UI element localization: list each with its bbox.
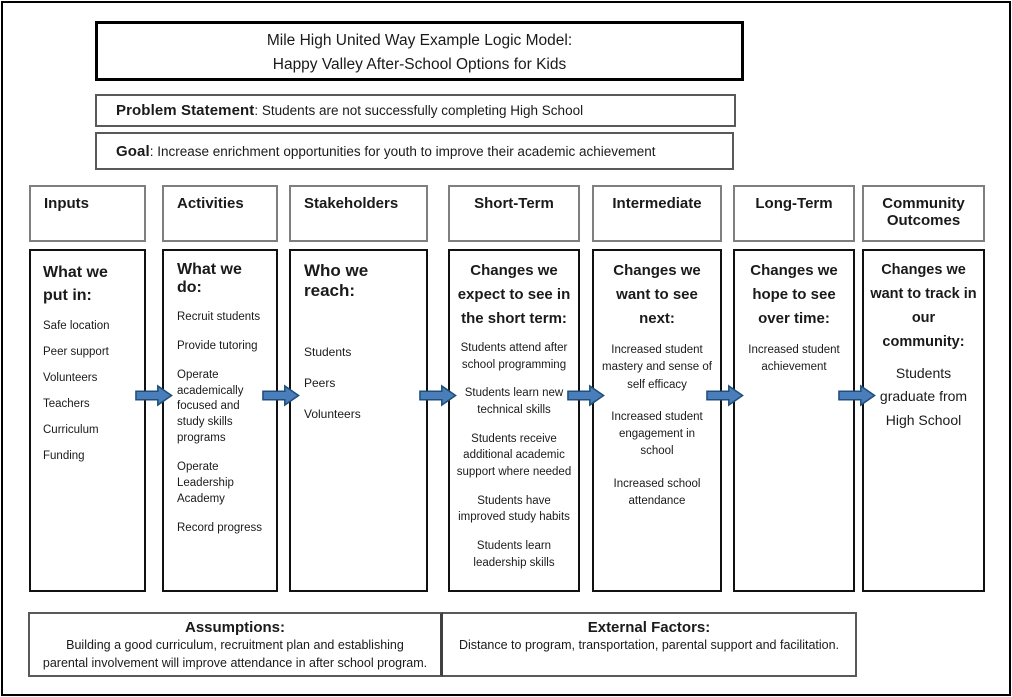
problem-statement-text: Problem Statement: Students are not succ… [116,102,583,119]
column-header-short-term: Short-Term [448,185,580,242]
arrow-shape [262,384,300,407]
column-box-intermediate: Changes we want to see next: Increased s… [592,249,722,592]
goal-body: : Increase enrichment opportunities for … [149,143,656,159]
column-heading: Changes we expect to see in the short te… [457,262,571,327]
external-factors-box: External Factors: Distance to program, t… [443,612,857,677]
list-item: Record progress [177,521,263,534]
column-header-label: Stakeholders [304,195,399,212]
column-item-list: Students graduate from High School [869,362,978,433]
column-header-label: Short-Term [474,195,554,212]
list-item: Increased student engagement in school [611,410,703,458]
goal-label: Goal [116,142,150,160]
list-item: Operate academically focused and study s… [177,368,244,445]
title-line-2: Happy Valley After-School Options for Ki… [272,56,567,73]
list-item: Peers [304,376,336,390]
column-item-list: Increased student mastery and sense of s… [601,342,713,510]
arrow-shape [567,384,605,407]
list-item: Funding [43,450,85,463]
right-arrow-icon [567,384,605,407]
assumptions-label: Assumptions: [184,619,285,636]
list-item: Volunteers [304,407,361,421]
list-item: Students attend after school programming [460,342,568,371]
list-item: Curriculum [43,424,99,437]
goal-box: Goal: Increase enrichment opportunities … [95,132,734,170]
column-heading: Changes we hope to see over time: [750,262,838,327]
title-box: Mile High United Way Example Logic Model… [95,21,744,81]
list-item: Provide tutoring [177,339,258,352]
list-item: Students graduate from High School [879,364,968,429]
arrow-shape [706,384,744,407]
column-heading: Changes we want to see next: [613,262,701,327]
column-header-intermediate: Intermediate [592,185,722,242]
title-line-1: Mile High United Way Example Logic Model… [266,32,573,49]
list-item: Increased student mastery and sense of s… [602,344,712,391]
external-factors-label: External Factors: [587,619,711,636]
list-item: Safe location [43,320,110,333]
list-item: Students have improved study habits [458,494,570,524]
column-header-label: Inputs [44,195,89,212]
arrow-shape [419,384,457,407]
column-box-long-term: Changes we hope to see over time: Increa… [733,249,855,592]
right-arrow-icon [838,384,876,407]
assumptions-box: Assumptions: Building a good curriculum,… [28,612,443,677]
column-header-long-term: Long-Term [733,185,855,242]
list-item: Operate Leadership Academy [177,461,234,505]
column-heading: What we put in: [43,264,108,305]
list-item: Increased student achievement [748,344,840,374]
list-item: Students [304,345,352,359]
column-heading: What we do: [177,261,242,296]
external-factors-text: Distance to program, transportation, par… [458,638,840,652]
column-header-activities: Activities [162,185,278,242]
column-box-community-outcomes: Changes we want to track in our communit… [862,249,985,592]
column-item-list: Increased student achievement [743,342,845,377]
column-header-stakeholders: Stakeholders [289,185,428,242]
right-arrow-icon [419,384,457,407]
right-arrow-icon [262,384,300,407]
problem-statement-body: : Students are not successfully completi… [254,103,584,118]
list-item: Teachers [43,398,90,411]
arrow-shape [135,384,173,407]
column-header-community-outcomes: Community Outcomes [862,185,985,242]
problem-statement-label: Problem Statement [116,102,255,119]
right-arrow-icon [135,384,173,407]
list-item: Students learn leadership skills [473,540,555,569]
column-header-label: Community Outcomes [882,195,965,229]
column-box-short-term: Changes we expect to see in the short te… [448,249,580,592]
list-item: Volunteers [43,372,98,385]
column-header-label: Activities [177,195,244,212]
column-heading: Who we reach: [304,261,369,300]
assumptions-text: Building a good curriculum, recruitment … [42,638,428,670]
column-header-label: Long-Term [755,195,833,212]
list-item: Students learn new technical skills [464,387,564,417]
list-item: Students receive additional academic sup… [456,432,572,479]
column-header-label: Intermediate [612,195,702,212]
list-item: Recruit students [177,311,261,323]
column-header-inputs: Inputs [29,185,146,242]
column-heading: Changes we want to track in our communit… [870,262,977,350]
problem-statement-box: Problem Statement: Students are not succ… [95,94,736,127]
list-item: Increased school attendance [613,477,701,507]
list-item: Peer support [43,346,109,359]
right-arrow-icon [706,384,744,407]
goal-text: Goal: Increase enrichment opportunities … [116,143,656,160]
arrow-shape [838,384,876,407]
column-item-list: Students attend after school programming… [455,340,573,571]
